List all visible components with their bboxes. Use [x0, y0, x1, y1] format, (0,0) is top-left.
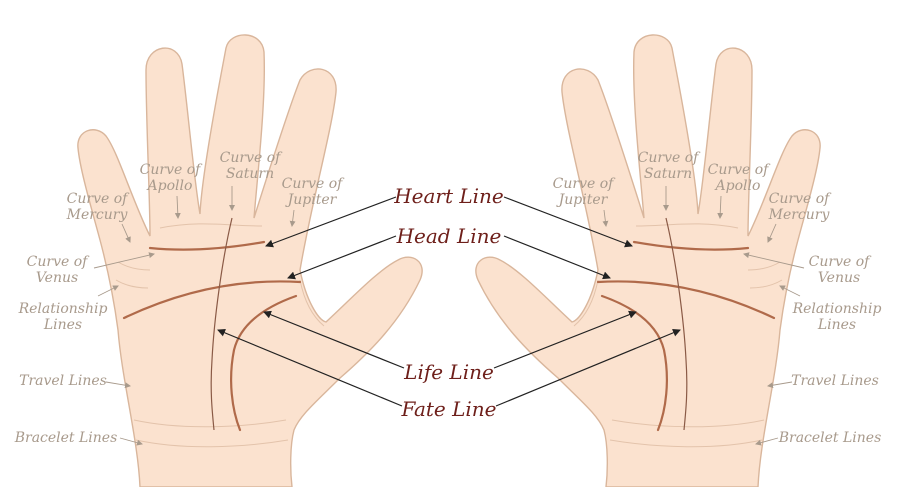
left-relationship-lines: Lines — [43, 317, 82, 333]
left-fate-line — [210, 217, 233, 431]
right-venus: Venus — [818, 270, 860, 286]
left-travel-lines: Travel Lines — [19, 373, 107, 389]
left-pointers — [93, 186, 296, 446]
left-hand — [77, 34, 423, 487]
left-apollo: Apollo — [146, 178, 193, 194]
heart-line-label: Heart Line — [393, 184, 504, 208]
left-relationship: Relationship — [18, 301, 108, 317]
right-apollo-curve-of: Curve of — [708, 162, 771, 178]
left-saturn: Saturn — [226, 166, 274, 182]
right-mercury: Mercury — [768, 207, 831, 223]
left-life-line — [230, 294, 298, 432]
left-saturn-curve-of: Curve of — [220, 150, 283, 166]
right-relationship-lines: Lines — [817, 317, 856, 333]
life-line-label: Life Line — [403, 360, 494, 384]
right-venus-curve-of: Curve of — [809, 254, 872, 270]
left-mercury: Mercury — [66, 207, 129, 223]
left-venus: Venus — [36, 270, 78, 286]
left-jupiter: Jupiter — [285, 192, 338, 208]
right-saturn-curve-of: Curve of — [638, 150, 701, 166]
right-apollo: Apollo — [714, 178, 761, 194]
right-pointers — [602, 186, 805, 446]
right-mercury-curve-of: Curve of — [769, 191, 832, 207]
left-heart-line — [148, 240, 266, 251]
right-hand — [475, 34, 821, 487]
left-jupiter-curve-of: Curve of — [282, 176, 345, 192]
left-bracelet-lines: Bracelet Lines — [14, 430, 118, 446]
left-head-line — [122, 280, 302, 320]
right-bracelet-lines: Bracelet Lines — [778, 430, 882, 446]
head-line-label: Head Line — [396, 224, 502, 248]
center-arrows — [217, 196, 681, 407]
right-travel-lines: Travel Lines — [791, 373, 879, 389]
right-saturn: Saturn — [644, 166, 692, 182]
right-jupiter: Jupiter — [556, 192, 609, 208]
right-relationship: Relationship — [792, 301, 882, 317]
left-apollo-curve-of: Curve of — [140, 162, 203, 178]
right-jupiter-curve-of: Curve of — [553, 176, 616, 192]
fate-line-label: Fate Line — [400, 397, 496, 421]
left-mercury-curve-of: Curve of — [67, 191, 130, 207]
left-venus-curve-of: Curve of — [27, 254, 90, 270]
